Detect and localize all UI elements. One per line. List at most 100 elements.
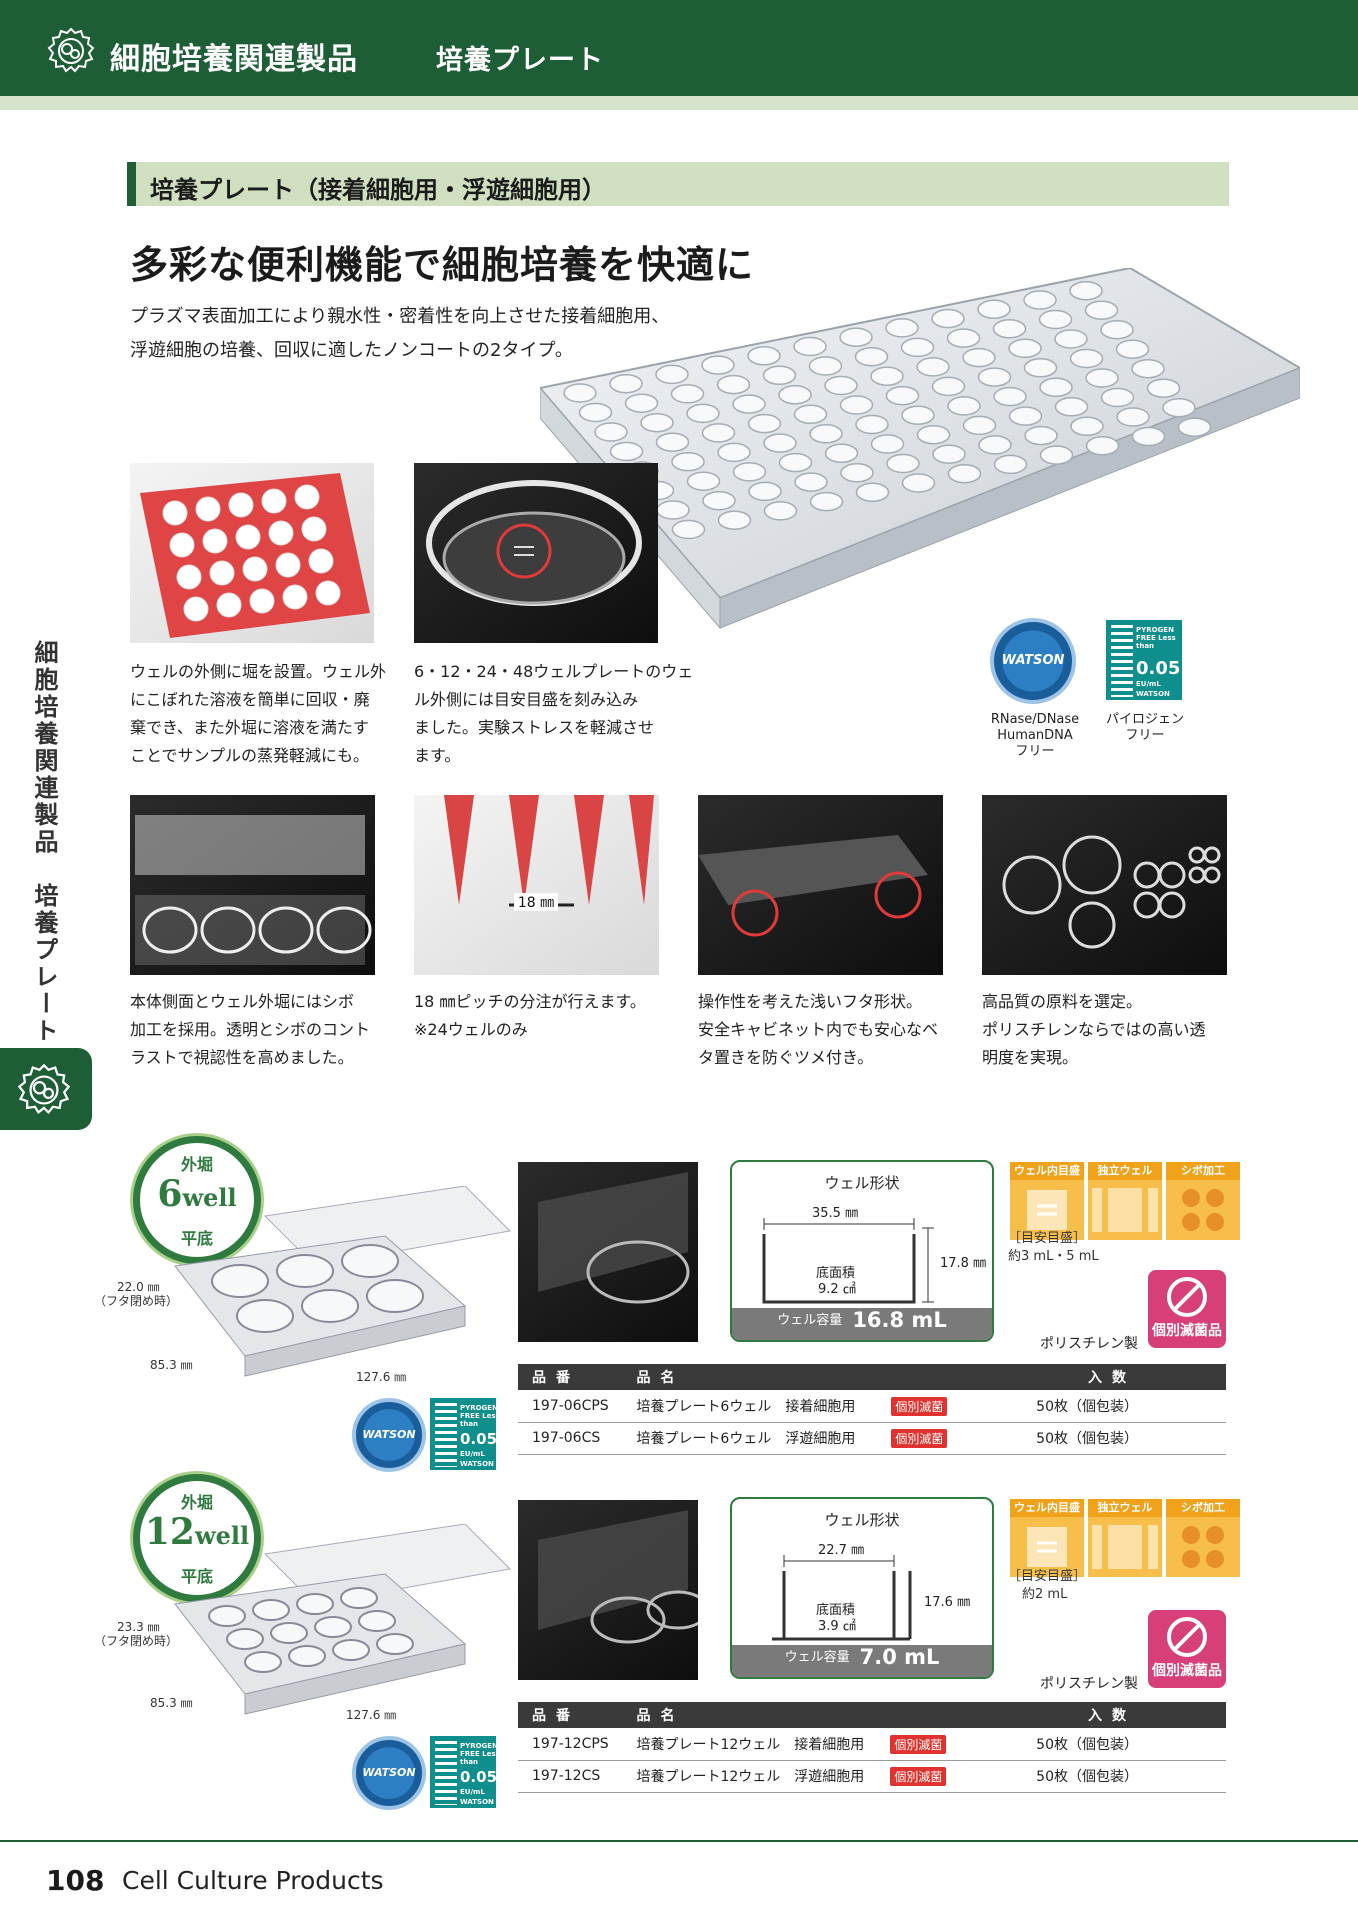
intro-line-2: 浮遊細胞の培養、回収に適したノンコートの2タイプ。 [130, 340, 573, 361]
watson-rnase-free-badge: WATSON [990, 618, 1076, 704]
plate-well [993, 454, 1028, 475]
dim-height-12: 23.3 ㎜ [117, 1620, 160, 1634]
header-subtitle: 培養プレート [436, 45, 604, 76]
no-bacteria-icon [1167, 1617, 1207, 1657]
header-stripe [0, 96, 1358, 110]
feature-photo-scale [414, 463, 658, 643]
plate-well [992, 319, 1027, 339]
plate-well [886, 453, 920, 474]
plate-well [1162, 397, 1196, 418]
plate-well [916, 357, 950, 377]
plate-well [778, 385, 812, 405]
feature-icon-independent-12: 独立ウェル [1088, 1499, 1162, 1577]
plate-well [717, 510, 752, 530]
plate-well [717, 442, 751, 463]
plate-well [1146, 378, 1181, 398]
well-area-label-12: 底面積 [816, 1603, 856, 1618]
page-number: 108 [46, 1864, 105, 1897]
well-area-6: 9.2 ㎠ [818, 1282, 856, 1297]
plate-well [747, 346, 781, 366]
well-diameter-6: 35.5 ㎜ [812, 1206, 859, 1221]
plate-well [655, 364, 689, 385]
plate-well [870, 366, 904, 386]
feature-icon-texture-6: シボ加工 [1166, 1162, 1240, 1240]
well-diameter-12: 22.7 ㎜ [818, 1543, 865, 1558]
plate-well [1085, 436, 1120, 456]
plate-well [1100, 319, 1134, 340]
headline: 多彩な便利機能で細胞培養を快適に [130, 243, 755, 287]
plate-well [1008, 338, 1042, 359]
dim-width-12: 127.6 ㎜ [346, 1708, 397, 1722]
page-header [0, 0, 1358, 96]
dim-height-note-6: （フタ閉め時） [94, 1294, 179, 1308]
hero-plate-image [540, 268, 1300, 630]
plate-well [624, 393, 659, 413]
plate-well [947, 396, 981, 416]
feature-photo-moat [130, 463, 374, 643]
well-depth-12: 17.6 ㎜ [924, 1595, 971, 1610]
plate-well [885, 318, 919, 338]
plate-well [900, 337, 935, 358]
well-shape-diagram-6 [762, 1218, 934, 1304]
plate-well [1054, 397, 1089, 417]
well-area-label-6: 底面積 [816, 1266, 856, 1281]
feature-caption-pitch: 18 ㎜ピッチの分注が行えます。 ※24ウェルのみ [414, 992, 646, 1039]
plate-well [686, 471, 721, 491]
feature-caption-lid: 操作性を考えた浅いフタ形状。 安全キャビネット内でも安心なベ タ置きを防ぐツメ付… [698, 992, 939, 1067]
plate-well [824, 443, 859, 464]
plate-well [701, 355, 735, 375]
product-table-6: 品番 品名 入数 197-06CPS 培養プレート6ウェル 接着細胞用個別滅菌 … [518, 1364, 1226, 1455]
plate-well [1023, 358, 1058, 378]
plate-well [702, 490, 736, 511]
plate-well [794, 472, 828, 492]
plate-well [793, 404, 828, 425]
plate-well [732, 394, 766, 414]
footer-label: Cell Culture Products [122, 1866, 384, 1895]
table-row[interactable]: 197-12CPS 培養プレート12ウェル 接着細胞用個別滅菌 50枚（個包装） [518, 1728, 1226, 1761]
feature-icon-independent-6: 独立ウェル [1088, 1162, 1162, 1240]
dim-depth-6: 85.3 ㎜ [150, 1358, 193, 1372]
plate-well [762, 365, 797, 386]
feature-icon-scale-6: ウェル内目盛 [1010, 1162, 1084, 1240]
plate-well [701, 423, 736, 443]
well-depth-6: 17.8 ㎜ [940, 1256, 987, 1271]
material-6: ポリスチレン製 [1040, 1336, 1138, 1352]
plate-well [931, 376, 966, 397]
plate-well [839, 327, 873, 347]
table-row[interactable]: 197-06CPS 培養プレート6ウェル 接着細胞用個別滅菌 50枚（個包装） [518, 1390, 1226, 1423]
plate-well [1116, 407, 1150, 427]
product-6well-closeup [518, 1162, 698, 1342]
feature-photo-material [982, 795, 1227, 975]
plate-well [808, 356, 843, 376]
plate-well [977, 367, 1012, 387]
plate-well [716, 374, 751, 395]
side-tab[interactable] [0, 1048, 92, 1130]
plate-well [671, 519, 706, 540]
plate-well [670, 384, 705, 404]
plate-well [748, 481, 782, 502]
plate-well [686, 403, 720, 424]
sterile-tag: 個別滅菌 [891, 1429, 948, 1448]
table-row[interactable]: 197-06CS 培養プレート6ウェル 浮遊細胞用個別滅菌 50枚（個包装） [518, 1422, 1226, 1455]
table-header: 品番 品名 入数 [518, 1364, 1226, 1390]
dim-height-note-12: （フタ閉め時） [94, 1634, 179, 1648]
plate-well [901, 405, 935, 425]
plate-well [854, 346, 889, 367]
watson-badge-12: WATSON [352, 1736, 426, 1810]
plate-well [855, 482, 890, 503]
plate-well [1070, 416, 1104, 437]
plate-well [594, 422, 628, 442]
well-area-12: 3.9 ㎠ [818, 1619, 856, 1634]
plate-well [931, 308, 965, 329]
table-row[interactable]: 197-12CS 培養プレート12ウェル 浮遊細胞用個別滅菌 50枚（個包装） [518, 1760, 1226, 1793]
cell-logo-icon [47, 27, 95, 73]
intro-line-1: プラズマ表面加工により親水性・密着性を向上させた接着細胞用、 [130, 306, 670, 327]
plate-well [763, 501, 798, 521]
plate-well [1039, 377, 1073, 398]
footer-line [0, 1840, 1358, 1842]
plate-well [885, 385, 920, 406]
pyrogen-wave-icon [1111, 625, 1133, 697]
plate-well [1039, 445, 1074, 465]
